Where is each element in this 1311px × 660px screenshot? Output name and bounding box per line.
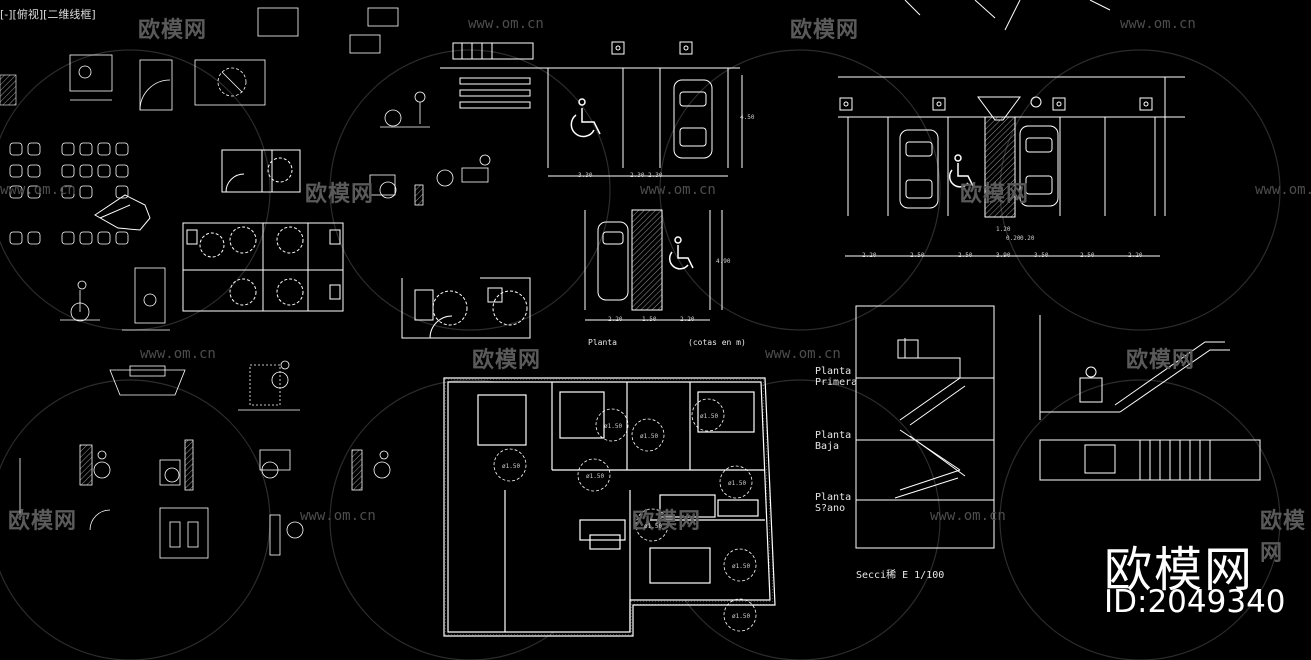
watermark-url: www.om.cn [765,346,841,362]
watermark-url: www.om.cn [300,508,376,524]
label-planta: Planta [588,338,617,347]
parking-diagonal [584,209,723,321]
wheelchair-symbol-1 [570,98,601,138]
kitchen-plan [401,277,531,339]
room-circle-label: ø1.50 [732,613,751,620]
dim-right-2: 2.50 [958,252,973,259]
car-top-1 [673,79,713,159]
room-circle-label: ø1.50 [728,480,747,487]
dim-right-4: 3.50 [1034,252,1049,259]
watermark-brand: 欧模网 [138,18,208,43]
watermark-url: www.om.cn [930,508,1006,524]
dim-diag-2: 2.20 [680,316,695,323]
car-top-2 [899,125,1059,209]
corner-brand-id: ID:2049340 [1104,584,1286,620]
watermark-brand: 欧模网 [632,509,702,534]
seated-figures-mid [369,91,491,206]
watermark-url: www.om.cn [1120,16,1196,32]
watermark-brand: 欧模网 [472,348,542,373]
stair-lift-elevation [1039,315,1261,481]
watermark-brand: 欧模网 [790,18,860,43]
dim-top-0: 3.30 [578,172,593,179]
dim-right-6: 2.20 [1128,252,1143,259]
seating-block [0,74,151,245]
watermark-url: www.om.cn [1255,182,1311,198]
label-planta-primera-2: Primera [815,377,858,388]
stair-section [855,305,995,549]
watermark-brand: 欧模网 [1260,509,1307,566]
dim-right-3: 3.90 [996,252,1011,259]
dim-right-1: 2.50 [910,252,925,259]
dim-diag-1: 1.50 [642,316,657,323]
left-small-plans [69,7,399,111]
dim-right-5: 2.50 [1080,252,1095,259]
apartment-floor-plan [443,377,776,637]
label-planta-sotano-2: S?ano [815,503,846,514]
room-circle-label: ø1.50 [640,433,659,440]
dim-bottom-small-1: 0.20 [1006,235,1021,242]
dim-diag-0: 2.20 [608,316,623,323]
room-circle-label: ø1.50 [502,463,521,470]
watermark-url: www.om.cn [640,182,716,198]
label-planta-baja-1: Planta [815,430,852,441]
label-cotas: (cotas en m) [688,338,746,347]
room-circle-label: ø1.50 [700,413,719,420]
room-circle-label: ø1.50 [604,423,623,430]
watermark-brand: 欧模网 [1126,348,1196,373]
dim-bottom-small-2: 0.20 [1020,235,1035,242]
room-circle-label: ø1.50 [586,473,605,480]
label-seccion: Secci稀 E 1/100 [856,570,945,581]
watermark-url: www.om.cn [0,182,76,198]
parking-plan-right [838,76,1185,257]
dim-top-2: 2.30 [648,172,663,179]
dim-side-height2: 4.90 [716,258,731,265]
label-planta-sotano-1: Planta [815,492,852,503]
bathrooms-plan [182,149,344,312]
wheelchair-symbol-3 [948,154,974,188]
corner-brand-logo: 欧模网 [1104,542,1255,598]
dim-right-0: 2.20 [862,252,877,259]
watermark-url: www.om.cn [140,346,216,362]
wheelchair-figures-bottom-left [19,439,391,559]
watermark-brand: 欧模网 [8,509,78,534]
dim-top-1: 2.30 [630,172,645,179]
view-tab-title[interactable]: [-][俯视][二维线框] [0,8,96,21]
label-planta-primera-1: Planta [815,366,852,377]
parking-crosswalk [440,41,743,177]
top-right-fragments [904,0,1111,31]
watermark-brand: 欧模网 [960,182,1030,207]
wheelchair-figures-left [60,267,300,411]
room-circle-label: ø1.50 [732,563,751,570]
wheelchair-symbol-2 [668,236,694,270]
apartment-turning-circles [493,398,757,632]
dim-side-height: 4.50 [740,114,755,121]
watermark-brand: 欧模网 [305,182,375,207]
dim-bottom-small-0: 1.20 [996,226,1011,233]
label-planta-baja-2: Baja [815,441,840,452]
room-circle-label: ø1.50 [644,523,663,530]
watermark-url: www.om.cn [468,16,544,32]
